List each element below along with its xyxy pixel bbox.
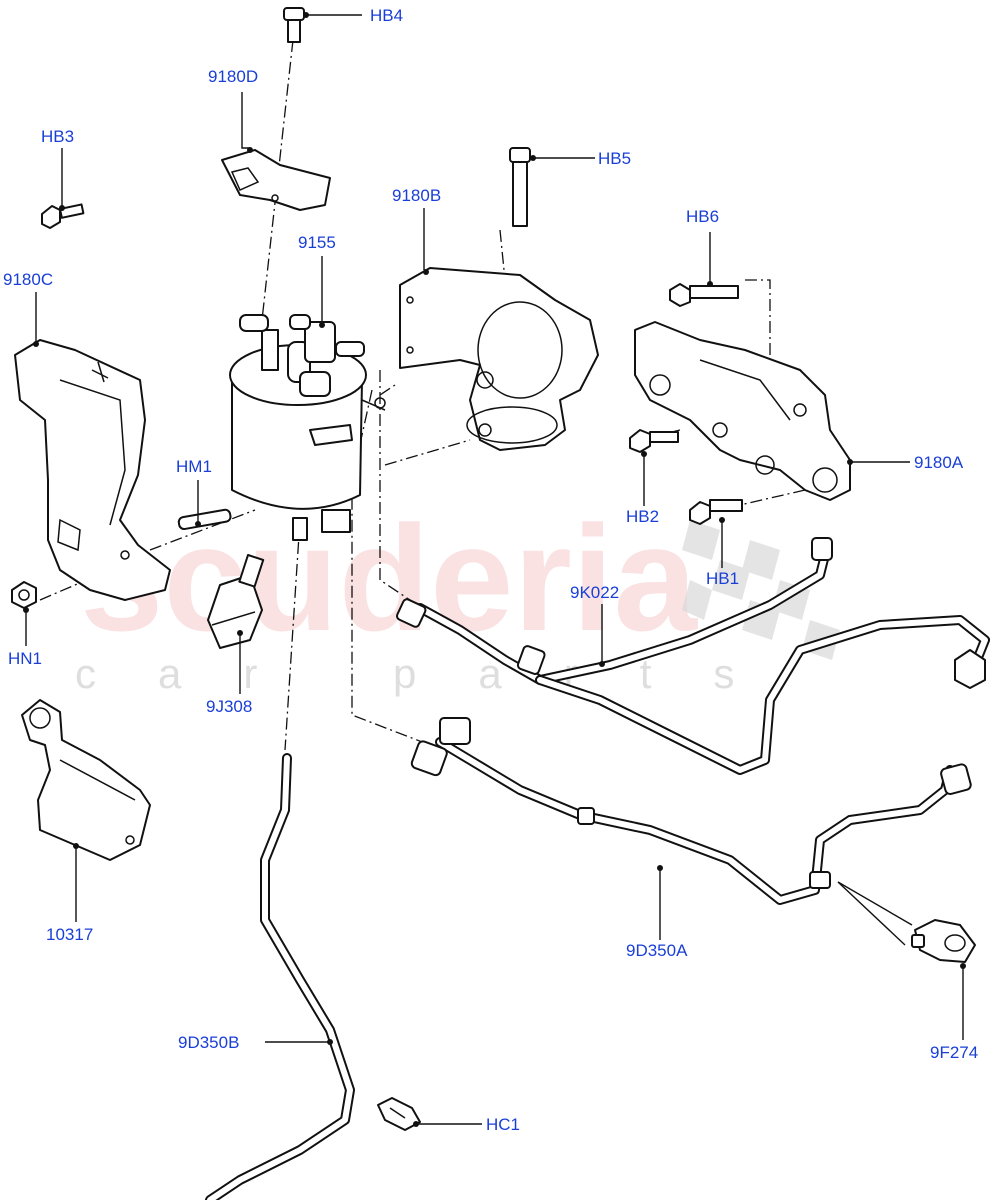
fuel-hose-9d350b[interactable] <box>205 753 355 1200</box>
fuel-hose-9d350a[interactable] <box>410 717 972 905</box>
label-9d350a: 9D350A <box>626 941 688 960</box>
fuel-hose-9k022[interactable] <box>396 537 990 775</box>
sensor-9j308[interactable] <box>207 554 265 649</box>
label-hb5: HB5 <box>598 149 631 168</box>
watermark-sub: car parts <box>75 650 796 697</box>
label-hn1: HN1 <box>8 649 42 668</box>
pin-hm1[interactable] <box>177 508 232 531</box>
label-9180a: 9180A <box>914 453 964 472</box>
label-10317: 10317 <box>46 925 93 944</box>
label-9k022: 9K022 <box>570 583 619 602</box>
fuel-filter-9155[interactable] <box>229 314 386 541</box>
clip-hc1[interactable] <box>377 1097 421 1131</box>
bolt-hb3[interactable] <box>41 203 85 229</box>
bolt-hb4[interactable] <box>283 7 305 43</box>
bolt-hb6[interactable] <box>669 283 739 307</box>
label-hb3: HB3 <box>41 127 74 146</box>
label-hb6: HB6 <box>686 207 719 226</box>
label-hb4: HB4 <box>370 6 403 25</box>
label-9f274: 9F274 <box>930 1043 978 1062</box>
label-hb2: HB2 <box>626 507 659 526</box>
label-9180d: 9180D <box>208 67 258 86</box>
heat-shield-10317[interactable] <box>21 699 151 861</box>
label-hb1: HB1 <box>706 569 739 588</box>
label-hc1: HC1 <box>486 1115 520 1134</box>
label-9j308: 9J308 <box>206 697 252 716</box>
label-9155: 9155 <box>298 233 336 252</box>
bracket-9180d[interactable] <box>221 149 331 211</box>
leader-lines <box>23 12 966 1127</box>
part-labels: HB4 9180D HB3 HB5 9180B HB6 9155 9180C H… <box>3 6 978 1134</box>
nut-hn1[interactable] <box>11 581 37 609</box>
label-9d350b: 9D350B <box>178 1033 239 1052</box>
label-hm1: HM1 <box>176 457 212 476</box>
clip-9f274[interactable] <box>911 919 976 963</box>
bracket-9180b[interactable] <box>399 267 599 451</box>
label-9180b: 9180B <box>392 186 441 205</box>
bolt-hb5[interactable] <box>509 147 531 227</box>
watermark-brand: scuderia <box>80 494 699 662</box>
label-9180c: 9180C <box>3 270 53 289</box>
bolt-hb2[interactable] <box>629 429 679 453</box>
bracket-9180a[interactable] <box>634 321 851 501</box>
bracket-9180c[interactable] <box>14 339 171 601</box>
bolt-hb1[interactable] <box>689 499 743 525</box>
